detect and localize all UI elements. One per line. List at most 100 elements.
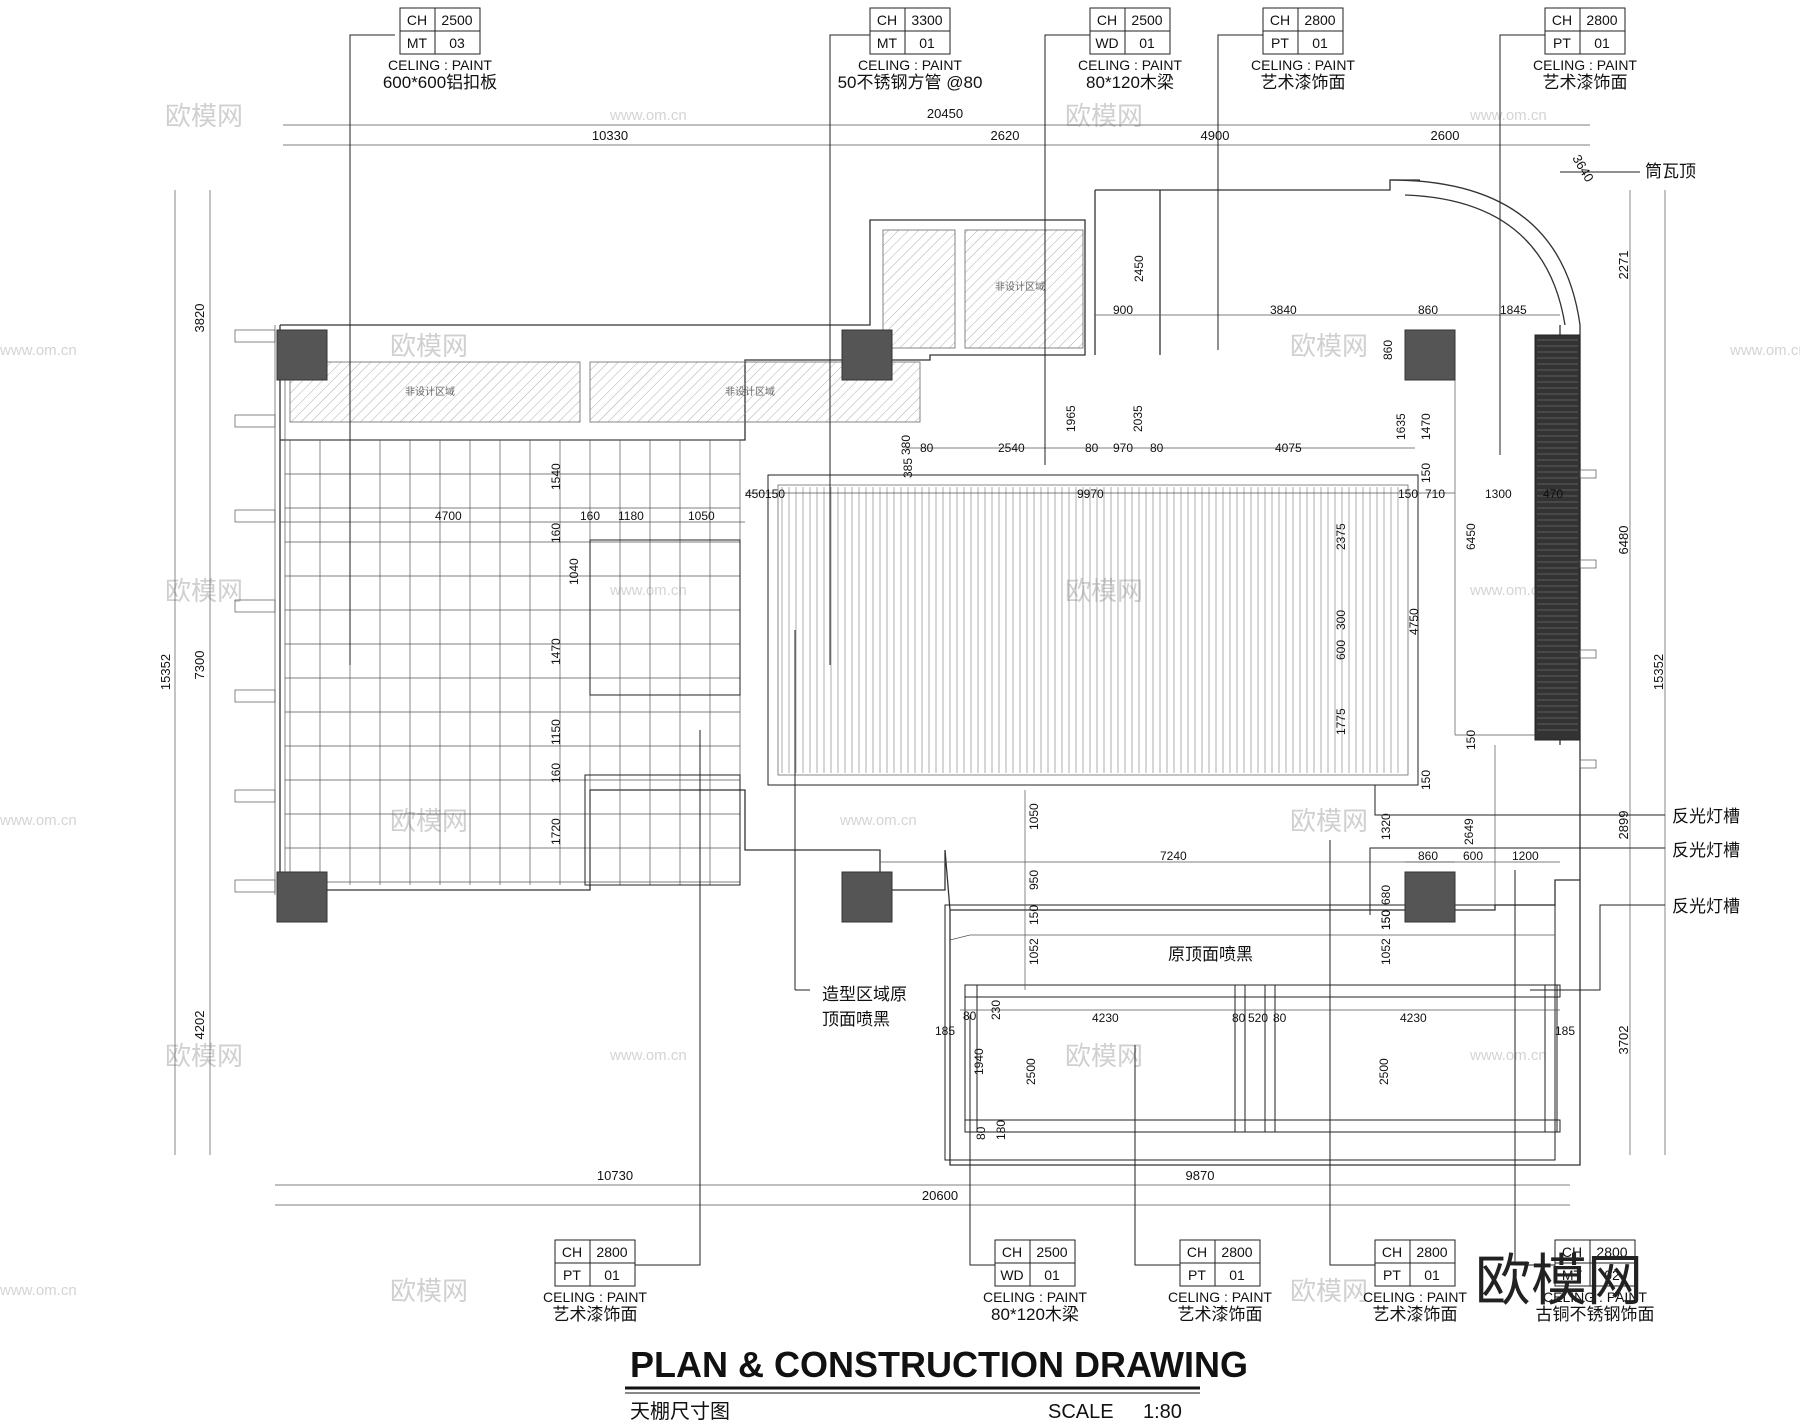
dim-interior: 1200 [1512, 849, 1539, 863]
dim-interior: 2500 [1024, 1058, 1038, 1085]
dim-interior: 4700 [435, 509, 462, 523]
watermark-url: www.om.cn [0, 342, 77, 359]
tag-label: CELING : PAINT [1543, 1289, 1647, 1305]
tag-label: CELING : PAINT [388, 57, 492, 73]
watermark-brand: 欧模网 [390, 806, 468, 836]
window-tick [234, 329, 276, 343]
window-tick [234, 689, 276, 703]
tag-desc: 600*600铝扣板 [383, 73, 497, 92]
tag-label: CELING : PAINT [1168, 1289, 1272, 1305]
watermark-brand: 欧模网 [165, 1041, 243, 1071]
tag-ch-key: CH [877, 12, 897, 28]
callout-light-slot: 反光灯槽 [1672, 897, 1740, 916]
dim-interior: 860 [1418, 849, 1438, 863]
dim-top-seg: 2600 [1431, 128, 1460, 143]
watermark-url: www.om.cn [0, 812, 77, 829]
watermark-url: www.om.cn [1729, 342, 1800, 359]
tag-label: CELING : PAINT [1363, 1289, 1467, 1305]
dim-interior: 3840 [1270, 303, 1297, 317]
tag-code-key: PT [1188, 1267, 1206, 1283]
hatched-area-label: 非设计区域 [725, 385, 775, 398]
dim-interior: 2540 [998, 441, 1025, 455]
column [841, 871, 893, 923]
dim-interior: 150 [1398, 487, 1418, 501]
tag-code-key: PT [1271, 35, 1289, 51]
tag-desc: 50不锈钢方管 @80 [838, 73, 983, 92]
dim-interior: 180 [994, 1120, 1008, 1140]
window-tick [234, 879, 276, 893]
dim-interior: 680 [1379, 885, 1393, 905]
tag-ch-key: CH [1187, 1244, 1207, 1260]
dim-interior: 6450 [1464, 523, 1478, 550]
window-tick [1579, 559, 1597, 569]
dim-top-seg: 4900 [1201, 128, 1230, 143]
tag-desc: 古铜不锈钢饰面 [1536, 1305, 1655, 1324]
tag-ch-key: CH [1552, 12, 1572, 28]
watermark-url: www.om.cn [1469, 107, 1547, 124]
dim-interior: 1470 [549, 638, 563, 665]
dim-interior: 160 [549, 763, 563, 783]
column [1404, 871, 1456, 923]
dim-interior: 1940 [972, 1048, 986, 1075]
dim-interior: 950 [1027, 870, 1041, 890]
dim-interior: 9970 [1077, 487, 1104, 501]
tag-ch-key: CH [1270, 12, 1290, 28]
dim-arc: 3640 [1569, 152, 1596, 185]
dim-interior: 1052 [1027, 938, 1041, 965]
title-block: PLAN & CONSTRUCTION DRAWING 天棚尺寸图 SCALE … [625, 1344, 1248, 1423]
dim-interior: 2450 [1132, 255, 1146, 282]
tag-code-key: MT [1562, 1267, 1583, 1283]
watermark-url: www.om.cn [609, 582, 687, 599]
tag-ch-value: 2500 [1036, 1244, 1067, 1260]
window-tick [1579, 649, 1597, 659]
aluminum-grid-ceiling [285, 439, 741, 886]
dim-interior: 1300 [1485, 487, 1512, 501]
dim-interior: 520 [1248, 1011, 1268, 1025]
watermark-url: www.om.cn [0, 1282, 77, 1299]
dim-interior: 150 [1419, 770, 1433, 790]
dim-interior: 860 [1418, 303, 1438, 317]
dim-interior: 80 [1150, 441, 1164, 455]
dim-interior: 160 [549, 523, 563, 543]
dim-top-total: 20450 [927, 106, 963, 121]
watermark-url: www.om.cn [839, 812, 917, 829]
dim-interior: 1050 [1027, 803, 1041, 830]
dim-interior: 1052 [1379, 938, 1393, 965]
scale-label: SCALE [1048, 1401, 1114, 1423]
dim-right-seg: 6480 [1616, 526, 1631, 555]
dim-interior: 2375 [1334, 523, 1348, 550]
tag-code-key: PT [1553, 35, 1571, 51]
tag-label: CELING : PAINT [858, 57, 962, 73]
steel-tube-slat-ceiling [767, 474, 1419, 786]
watermark-url: www.om.cn [1469, 1047, 1547, 1064]
dim-top-seg: 2620 [991, 128, 1020, 143]
column [1404, 329, 1456, 381]
tag-code-key: WD [1000, 1267, 1023, 1283]
dim-interior: 710 [1425, 487, 1445, 501]
dim-left-seg: 7300 [192, 651, 207, 680]
scale-value: 1:80 [1143, 1401, 1182, 1423]
dim-interior: 160 [580, 509, 600, 523]
tag-desc: 艺术漆饰面 [1178, 1305, 1263, 1324]
callout-light-slot: 反光灯槽 [1672, 841, 1740, 860]
tag-code-key: MT [407, 35, 428, 51]
tag-desc: 艺术漆饰面 [1261, 73, 1346, 92]
tag-ch-key: CH [1097, 12, 1117, 28]
dim-interior: 1320 [1379, 813, 1393, 840]
tag-ch-value: 2500 [441, 12, 472, 28]
tag-ch-value: 2800 [1304, 12, 1335, 28]
dim-interior: 80 [1232, 1011, 1246, 1025]
tag-code-value: 01 [1424, 1267, 1440, 1283]
dim-left-seg: 4202 [192, 1011, 207, 1040]
callouts: 筒瓦顶 反光灯槽 反光灯槽 反光灯槽 造型区域原 顶面喷黑 原顶面喷黑 [822, 162, 1740, 1029]
dim-bottom-seg: 9870 [1186, 1168, 1215, 1183]
dim-interior: 4075 [1275, 441, 1302, 455]
column [276, 871, 328, 923]
